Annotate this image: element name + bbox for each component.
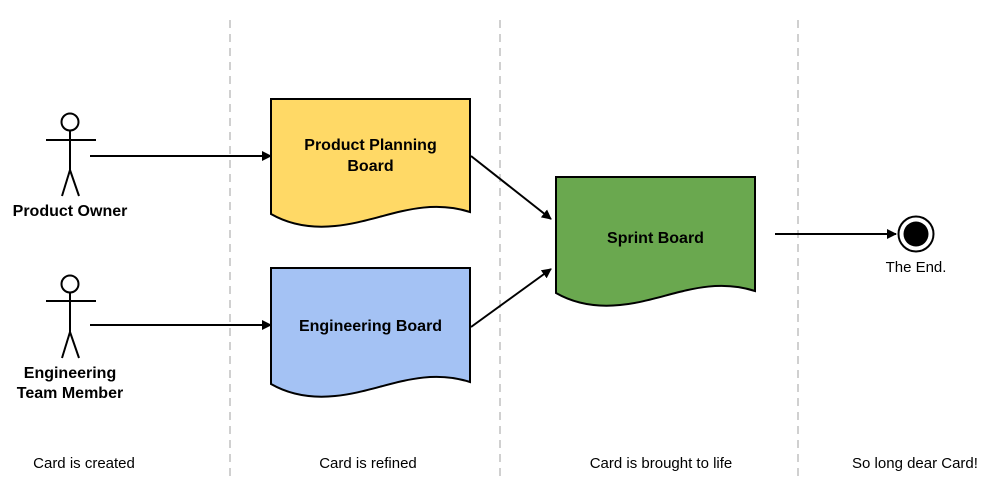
- phase-label-brought-to-life: Card is brought to life: [589, 455, 733, 472]
- product-planning-board-label: Product Planning Board: [271, 134, 470, 178]
- product-owner-label: Product Owner: [12, 203, 128, 220]
- phase-label-so-long: So long dear Card!: [852, 455, 978, 472]
- product-planning-board-shape: [270, 98, 471, 228]
- end-label: The End.: [885, 259, 947, 276]
- engineering-member-label: Engineering Team Member: [0, 364, 140, 404]
- product-owner-actor-icon: [46, 112, 96, 197]
- engineering-member-actor-icon: [46, 274, 96, 359]
- phase-label-created: Card is created: [33, 455, 135, 472]
- arrow-engineering-to-sprint: [470, 268, 552, 328]
- engineering-member-label-line1: Engineering: [23, 365, 117, 382]
- product-planning-label-line2: Board: [347, 158, 394, 175]
- product-planning-label-line1: Product Planning: [304, 137, 437, 154]
- arrow-planning-to-sprint: [470, 155, 552, 220]
- engineering-board-label: Engineering Board: [298, 317, 443, 335]
- phase-label-refined: Card is refined: [319, 455, 417, 472]
- sprint-board-label: Sprint Board: [607, 229, 704, 247]
- end-node-icon: [897, 215, 935, 253]
- sprint-board-shape: [555, 176, 756, 307]
- engineering-member-label-line2: Team Member: [16, 385, 124, 402]
- engineering-board-shape: [270, 267, 471, 398]
